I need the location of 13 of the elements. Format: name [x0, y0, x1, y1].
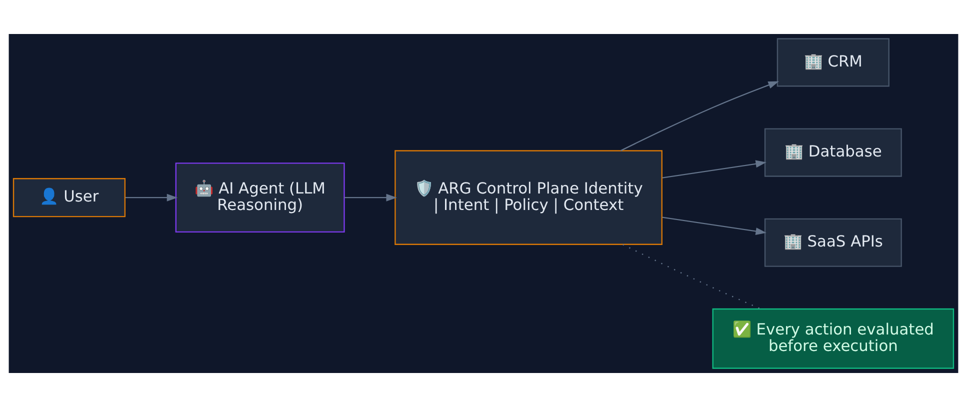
node-box: 🏢 CRM: [776, 38, 890, 86]
node-box: 🏢 SaaS APIs: [764, 218, 902, 266]
node-box: 🏢 Database: [764, 128, 902, 176]
arrow: [620, 80, 779, 151]
node-box: ✅ Every action evaluated before execution: [712, 308, 954, 368]
arrow: [662, 216, 766, 234]
node-box: 🛡 ARG Control Plane Identity | Intent | Policy | Context: [394, 150, 662, 244]
node-box: 👤 User: [12, 178, 126, 217]
node-box: 🤖 AI Agent (LLM Reasoning): [175, 162, 345, 232]
connector: [622, 244, 762, 309]
arrow: [344, 193, 397, 201]
arrow: [662, 160, 766, 178]
arrow: [125, 193, 178, 201]
